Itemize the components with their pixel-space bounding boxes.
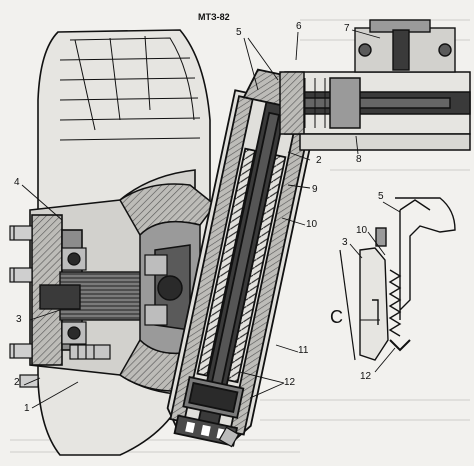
inset-callout-10: 10 (356, 225, 368, 236)
callout-1: 1 (24, 403, 30, 414)
inset-callout-3: 3 (342, 237, 348, 248)
callout-2-right: 2 (316, 155, 322, 166)
drain-plug (69, 344, 111, 360)
upper-drive-shaft (279, 71, 471, 151)
kingpin-housing (166, 68, 315, 447)
hub-bearings (61, 247, 168, 345)
callout-5: 5 (236, 27, 242, 38)
inset-callout-5: 5 (378, 191, 384, 202)
callout-11: 11 (298, 345, 309, 356)
callout-12: 12 (284, 377, 296, 388)
inset-label-c: C (330, 307, 343, 327)
callout-4: 4 (14, 177, 20, 188)
grease-nipple (218, 426, 240, 448)
callout-leaders (21, 29, 401, 409)
callout-2-left: 2 (14, 377, 20, 388)
inset-schematic (339, 197, 456, 361)
figure-title: МТЗ-82 (198, 12, 230, 22)
callout-6: 6 (296, 21, 302, 32)
callout-10: 10 (306, 219, 318, 230)
callout-3: 3 (16, 314, 22, 325)
flange-bolts (9, 225, 39, 388)
inset-callout-12: 12 (360, 371, 372, 382)
callout-7: 7 (344, 23, 350, 34)
callout-9: 9 (312, 184, 318, 195)
callout-8: 8 (356, 154, 362, 165)
coupling-assembly (354, 19, 456, 73)
